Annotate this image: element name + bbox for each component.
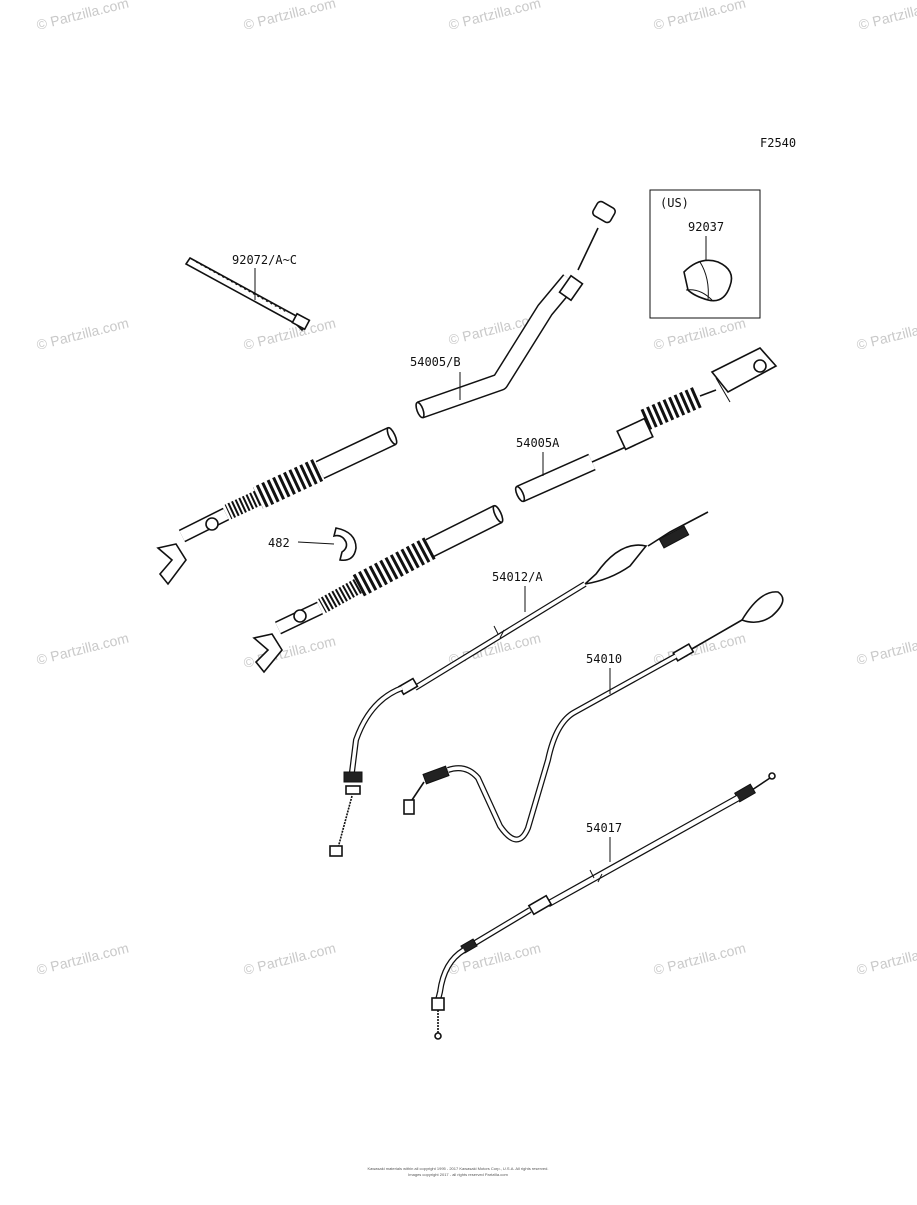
part-label-482[interactable]: 482: [268, 536, 290, 550]
inner-cable-54005b[interactable]: [414, 200, 616, 419]
watermark: © Partzilla.com: [857, 0, 917, 33]
part-label-92037[interactable]: 92037: [688, 220, 724, 234]
inner-cable-54005a[interactable]: [514, 347, 778, 503]
circlip-482[interactable]: [332, 527, 357, 562]
watermark: © Partzilla.com: [35, 940, 130, 978]
watermark: © Partzilla.com: [35, 630, 130, 668]
watermark: © Partzilla.com: [35, 0, 130, 33]
clevis-end: [710, 347, 778, 403]
footer-images: Images copyright 2017 - all rights reser…: [408, 1172, 508, 1177]
us-region-box: (US) 92037: [649, 189, 761, 319]
region-label: (US): [660, 196, 689, 210]
part-label-54005b[interactable]: 54005/B: [410, 355, 461, 369]
part-label-54012a[interactable]: 54012/A: [492, 570, 543, 584]
footer-copyright: Kawasaki materials within all copyright …: [368, 1166, 549, 1171]
part-label-54010[interactable]: 54010: [586, 652, 622, 666]
watermark: © Partzilla.com: [652, 0, 747, 33]
part-label-54017[interactable]: 54017: [586, 821, 622, 835]
cable-54017[interactable]: [431, 772, 776, 1040]
cable-54012a[interactable]: [329, 511, 709, 857]
part-label-92072[interactable]: 92072/A~C: [232, 253, 297, 267]
watermark: © Partzilla.com: [855, 630, 917, 668]
watermark: © Partzilla.com: [35, 315, 130, 353]
clamp-92037[interactable]: [683, 259, 733, 302]
watermark: © Partzilla.com: [447, 0, 542, 33]
cable-54010[interactable]: [403, 591, 784, 843]
watermark: © Partzilla.com: [242, 940, 337, 978]
outer-cable-lower[interactable]: [252, 504, 505, 674]
watermark: © Partzilla.com: [652, 940, 747, 978]
watermark: © Partzilla.com: [855, 315, 917, 353]
watermark: © Partzilla.com: [855, 940, 917, 978]
watermark: © Partzilla.com: [447, 940, 542, 978]
figure-code: F2540: [760, 136, 796, 150]
outer-cable-upper[interactable]: [156, 426, 399, 586]
cable-tie-92072[interactable]: [184, 256, 311, 332]
watermark: © Partzilla.com: [242, 0, 337, 33]
part-label-54005a[interactable]: 54005A: [516, 436, 560, 450]
watermark: © Partzilla.com: [652, 315, 747, 353]
